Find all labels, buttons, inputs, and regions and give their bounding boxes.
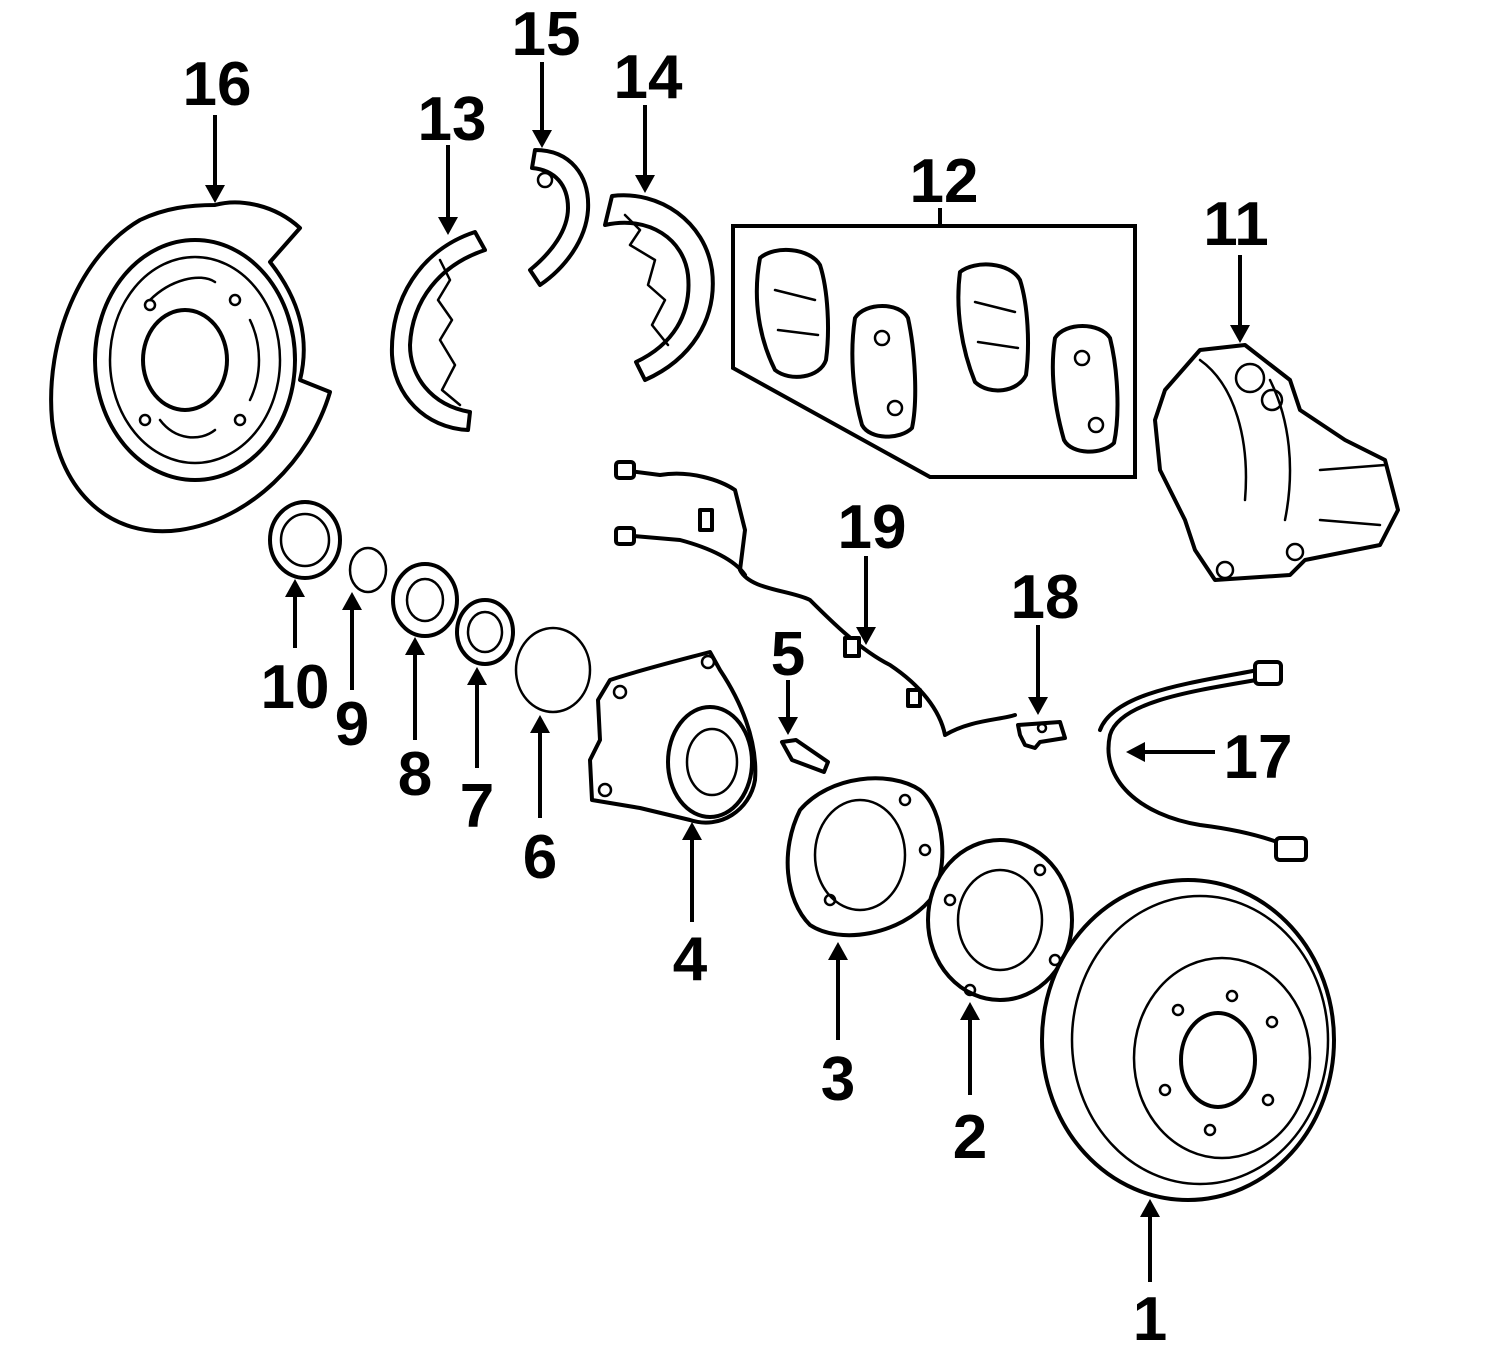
callout-9: 9 <box>335 690 369 759</box>
part-9-snap-ring <box>348 546 388 594</box>
leader-lines <box>205 62 1250 1282</box>
part-4-hub-bearing <box>588 650 758 825</box>
callout-16: 16 <box>183 50 252 119</box>
callout-6: 6 <box>523 823 557 892</box>
callout-1: 1 <box>1133 1285 1167 1354</box>
callout-11: 11 <box>1203 190 1269 259</box>
callout-5: 5 <box>771 620 805 689</box>
part-19-sensor-harness <box>614 460 1017 737</box>
part-14-brake-shoe <box>603 193 715 382</box>
callout-10: 10 <box>261 653 330 722</box>
callout-14: 14 <box>614 43 683 112</box>
part-17-brake-hose <box>1098 660 1308 862</box>
part-1-brake-drum <box>1040 878 1336 1202</box>
part-7-seal <box>455 598 515 666</box>
part-8-retainer <box>391 562 459 638</box>
part-6-o-ring <box>514 626 592 714</box>
part-12-brake-pad-set <box>731 224 1137 479</box>
part-18-sensor-clip <box>1016 720 1067 750</box>
part-13-brake-shoe <box>389 230 487 432</box>
callout-8: 8 <box>398 740 432 809</box>
callout-3: 3 <box>821 1045 855 1114</box>
part-2-gasket <box>926 838 1074 1002</box>
part-15-shoe-spring <box>528 148 591 287</box>
callout-labels: 1 2 3 4 5 6 7 8 9 10 11 12 13 14 15 16 1… <box>183 0 1293 1354</box>
callout-12: 12 <box>910 147 979 216</box>
part-3-dust-cover <box>785 776 945 938</box>
part-11-caliper <box>1153 343 1400 582</box>
callout-7: 7 <box>460 772 494 841</box>
callout-15: 15 <box>512 0 581 69</box>
callout-17: 17 <box>1224 723 1293 792</box>
part-5-hub-bolt <box>780 738 830 774</box>
callout-2: 2 <box>953 1103 987 1172</box>
callout-19: 19 <box>838 493 907 562</box>
callout-13: 13 <box>418 85 487 154</box>
part-16-backing-plate <box>49 200 332 534</box>
callout-4: 4 <box>673 925 708 994</box>
callout-18: 18 <box>1011 563 1080 632</box>
part-10-oil-seal <box>268 500 342 580</box>
